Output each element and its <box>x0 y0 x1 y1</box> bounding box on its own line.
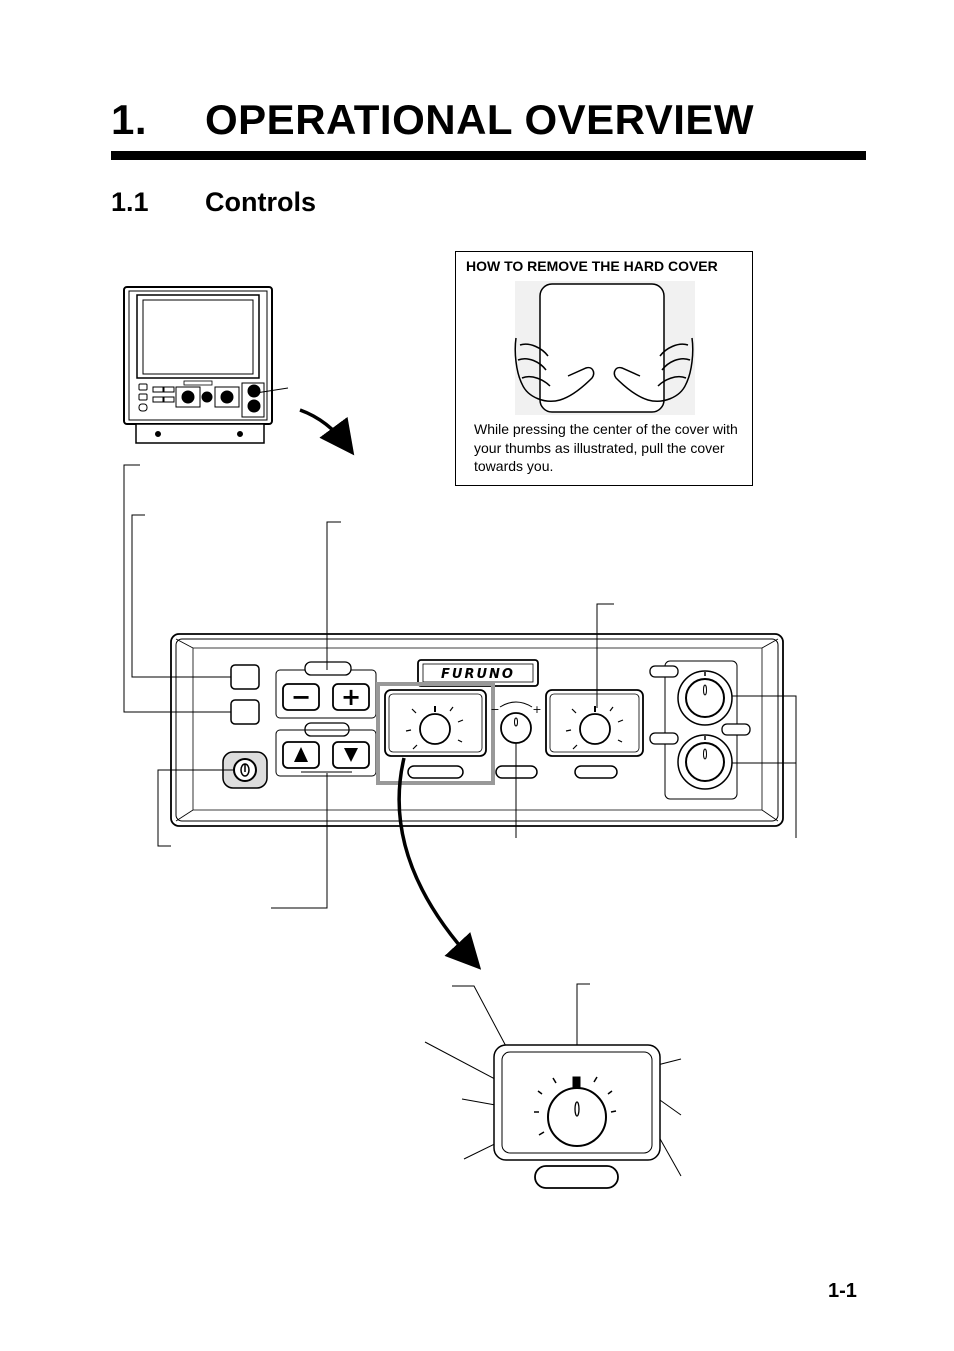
down-arrow-icon <box>344 748 358 762</box>
hard-cover-note-title: HOW TO REMOVE THE HARD COVER <box>466 258 718 274</box>
side-key-middle[interactable] <box>721 723 751 736</box>
section-title: 1.1 Controls <box>111 187 316 218</box>
plus-icon: + <box>341 683 361 711</box>
page-number: 1-1 <box>828 1280 857 1302</box>
minus-icon: − <box>291 683 311 711</box>
enlarged-knob[interactable] <box>547 1087 607 1147</box>
display-unit-icon <box>123 286 273 444</box>
hands-cover-illustration <box>514 281 695 415</box>
highlight-frame <box>376 682 495 785</box>
panel-button-upper[interactable] <box>230 664 260 690</box>
up-arrow-icon <box>294 747 308 762</box>
panel-button-lower[interactable] <box>230 699 260 725</box>
side-key-lower[interactable] <box>649 732 679 745</box>
oval-key-top[interactable] <box>304 661 352 676</box>
knob-left[interactable] <box>419 713 451 745</box>
section-number: 1.1 <box>111 187 149 217</box>
knob-right[interactable] <box>579 713 611 745</box>
hard-cover-note-text: While pressing the center of the cover w… <box>474 421 738 474</box>
knob-plus-mark: + <box>532 703 541 716</box>
chapter-title-text: OPERATIONAL OVERVIEW <box>205 96 755 143</box>
minus-key[interactable] <box>282 683 320 711</box>
knob-minus-mark: − <box>490 703 499 716</box>
enlarged-control <box>493 1044 661 1189</box>
section-title-text: Controls <box>205 187 316 217</box>
chapter-number: 1. <box>111 96 148 143</box>
control-panel <box>170 633 784 827</box>
brand-logo: FURUNO <box>441 667 515 682</box>
hard-cover-note: HOW TO REMOVE THE HARD COVER While press… <box>455 251 753 486</box>
chapter-title: 1. OPERATIONAL OVERVIEW <box>111 96 754 144</box>
side-key-top[interactable] <box>649 665 679 678</box>
knob-lower[interactable] <box>685 742 725 782</box>
oval-key-left[interactable] <box>407 765 464 779</box>
oval-key-right[interactable] <box>574 765 618 779</box>
chapter-rule <box>111 151 866 160</box>
enlarged-oval-key[interactable] <box>534 1165 619 1189</box>
knob-upper[interactable] <box>685 678 725 718</box>
plus-key[interactable] <box>332 683 370 711</box>
